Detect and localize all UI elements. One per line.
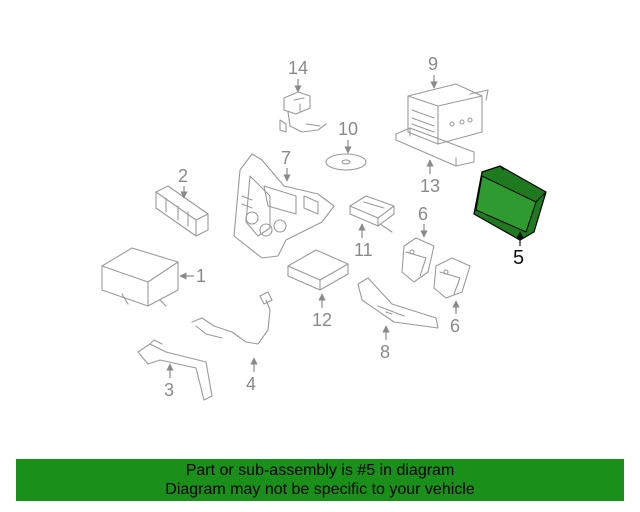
callout-6a: 6	[418, 204, 428, 224]
banner-line-1: Part or sub-assembly is #5 in diagram	[185, 462, 455, 479]
part-1-bracket[interactable]	[101, 247, 179, 307]
callout-4: 4	[246, 374, 256, 394]
callout-7: 7	[281, 148, 291, 168]
info-banner: Part or sub-assembly is #5 in diagram Di…	[16, 459, 624, 501]
callout-3: 3	[164, 380, 174, 400]
callout-5: 5	[513, 247, 524, 269]
callout-9: 9	[428, 54, 438, 74]
part-11-module[interactable]	[349, 195, 395, 233]
callout-11: 11	[354, 240, 373, 260]
part-10-disc[interactable]	[325, 153, 367, 171]
part-6a-module[interactable]	[401, 237, 435, 283]
part-13-bracket[interactable]	[395, 127, 475, 167]
callout-2: 2	[178, 166, 188, 186]
callout-14: 14	[288, 58, 308, 78]
callout-10: 10	[338, 119, 358, 139]
callout-6b: 6	[450, 316, 460, 336]
part-3-lower-bracket[interactable]	[137, 339, 213, 401]
part-12-box[interactable]	[287, 249, 349, 291]
part-7-center-bezel[interactable]	[233, 153, 335, 259]
callout-13: 13	[420, 176, 440, 196]
part-9-receiver[interactable]	[407, 83, 489, 145]
callout-1: 1	[196, 266, 206, 286]
part-14-connector[interactable]	[279, 91, 327, 133]
part-2-switch-panel[interactable]	[155, 185, 209, 237]
callout-8: 8	[380, 342, 390, 362]
part-6b-module[interactable]	[433, 257, 471, 299]
part-5-display-unit[interactable]	[473, 165, 547, 241]
banner-line-2: Diagram may not be specific to your vehi…	[165, 481, 475, 498]
part-4-harness[interactable]	[191, 291, 273, 345]
part-8-trim-strip[interactable]	[357, 277, 439, 329]
callout-12: 12	[312, 310, 332, 330]
